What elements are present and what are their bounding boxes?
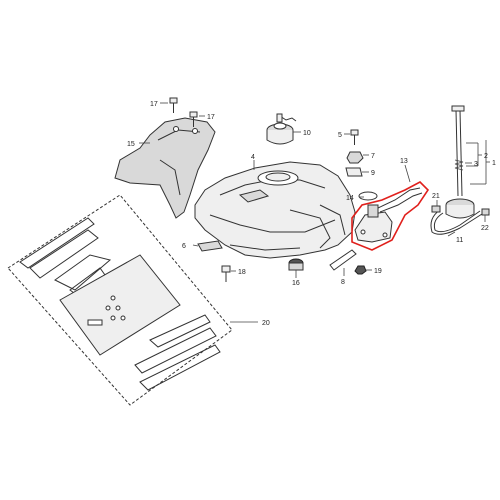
callout-2: 2 bbox=[484, 153, 488, 160]
part-15-side-cover[interactable] bbox=[114, 117, 216, 219]
part-14-o-ring[interactable] bbox=[358, 191, 378, 201]
part-20-decal-set[interactable] bbox=[7, 194, 233, 406]
callout-7: 7 bbox=[371, 153, 375, 160]
part-5-bolt[interactable] bbox=[350, 129, 359, 145]
callout-15: 15 bbox=[127, 141, 135, 148]
part-7-nut[interactable] bbox=[346, 151, 364, 164]
callout-18: 18 bbox=[238, 269, 246, 276]
callout-9: 9 bbox=[371, 170, 375, 177]
part-9-clip[interactable] bbox=[345, 167, 363, 177]
callout-1: 1 bbox=[492, 160, 496, 167]
part-4-fuel-tank[interactable] bbox=[194, 161, 356, 259]
part-13-fuel-pump[interactable] bbox=[351, 181, 430, 251]
part-17-bolt-right[interactable] bbox=[189, 111, 198, 127]
callout-3: 3 bbox=[474, 161, 478, 168]
part-1-sensor-base[interactable] bbox=[445, 198, 475, 219]
part-17-bolt-left[interactable] bbox=[169, 97, 178, 113]
part-22-clamp[interactable] bbox=[481, 208, 490, 216]
callout-20: 20 bbox=[262, 320, 270, 327]
part-19-nut[interactable] bbox=[354, 265, 367, 275]
callout-16: 16 bbox=[292, 280, 300, 287]
part-16-rubber-mount[interactable] bbox=[288, 258, 304, 271]
callout-13: 13 bbox=[400, 158, 408, 165]
callout-8: 8 bbox=[341, 279, 345, 286]
part-8-hose[interactable] bbox=[329, 249, 357, 271]
callout-17-right: 17 bbox=[207, 114, 215, 121]
part-21-clamp[interactable] bbox=[431, 205, 441, 213]
part-10-fuel-cap[interactable] bbox=[266, 113, 297, 145]
callout-labels: 17 17 15 4 10 5 7 9 14 13 6 18 16 8 19 1… bbox=[127, 101, 496, 327]
callout-14: 14 bbox=[346, 195, 354, 202]
callout-6: 6 bbox=[182, 243, 186, 250]
callout-22: 22 bbox=[481, 225, 489, 232]
callout-19: 19 bbox=[374, 268, 382, 275]
callout-10: 10 bbox=[303, 130, 311, 137]
part-18-bolt[interactable] bbox=[221, 265, 231, 282]
part-3-spring[interactable] bbox=[454, 159, 464, 171]
callout-5: 5 bbox=[338, 132, 342, 139]
leader-lines bbox=[139, 102, 490, 323]
part-11-fuel-hose[interactable] bbox=[430, 209, 483, 235]
callout-4: 4 bbox=[251, 154, 255, 161]
callout-11: 11 bbox=[456, 237, 463, 244]
part-2-sensor-rod[interactable] bbox=[451, 105, 465, 197]
callout-21: 21 bbox=[432, 193, 440, 200]
callout-17-left: 17 bbox=[150, 101, 158, 108]
part-6-emblem[interactable] bbox=[197, 240, 223, 252]
